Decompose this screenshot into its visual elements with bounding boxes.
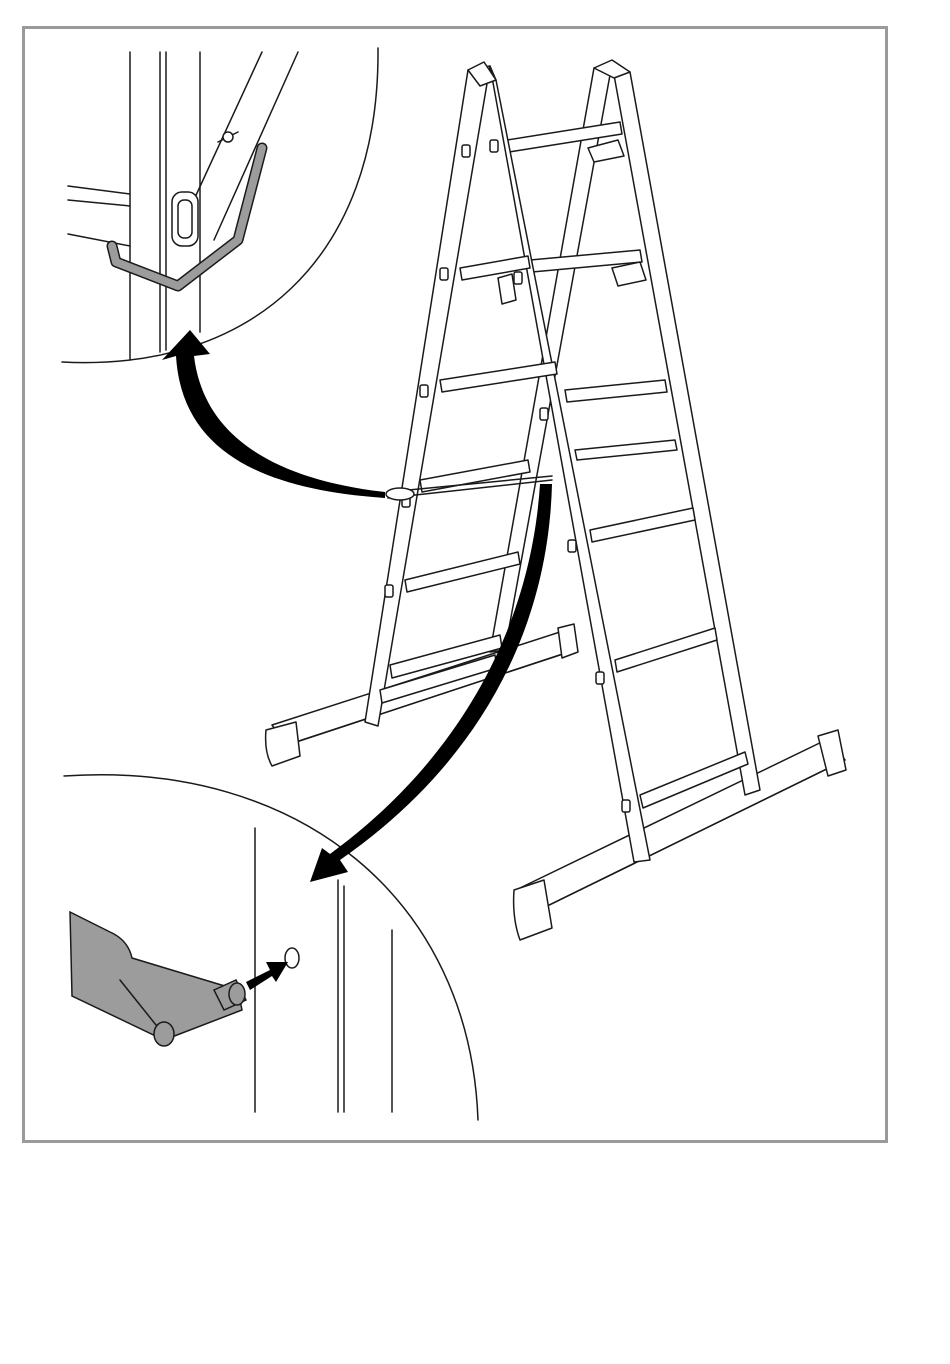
pin-hole <box>285 948 299 968</box>
rear-ladder-section <box>490 60 760 808</box>
callout-pin-insertion <box>64 775 478 1120</box>
left-foot-bar <box>266 624 578 766</box>
arrow-to-hook-detail <box>162 330 385 498</box>
callout-spreader-hook <box>62 48 378 363</box>
ladder <box>266 60 846 940</box>
front-ladder-section <box>365 62 650 862</box>
right-foot-bar <box>514 730 846 940</box>
spreader-bar-end <box>70 912 242 1040</box>
pin <box>229 983 245 1005</box>
push-arrow <box>246 962 288 990</box>
